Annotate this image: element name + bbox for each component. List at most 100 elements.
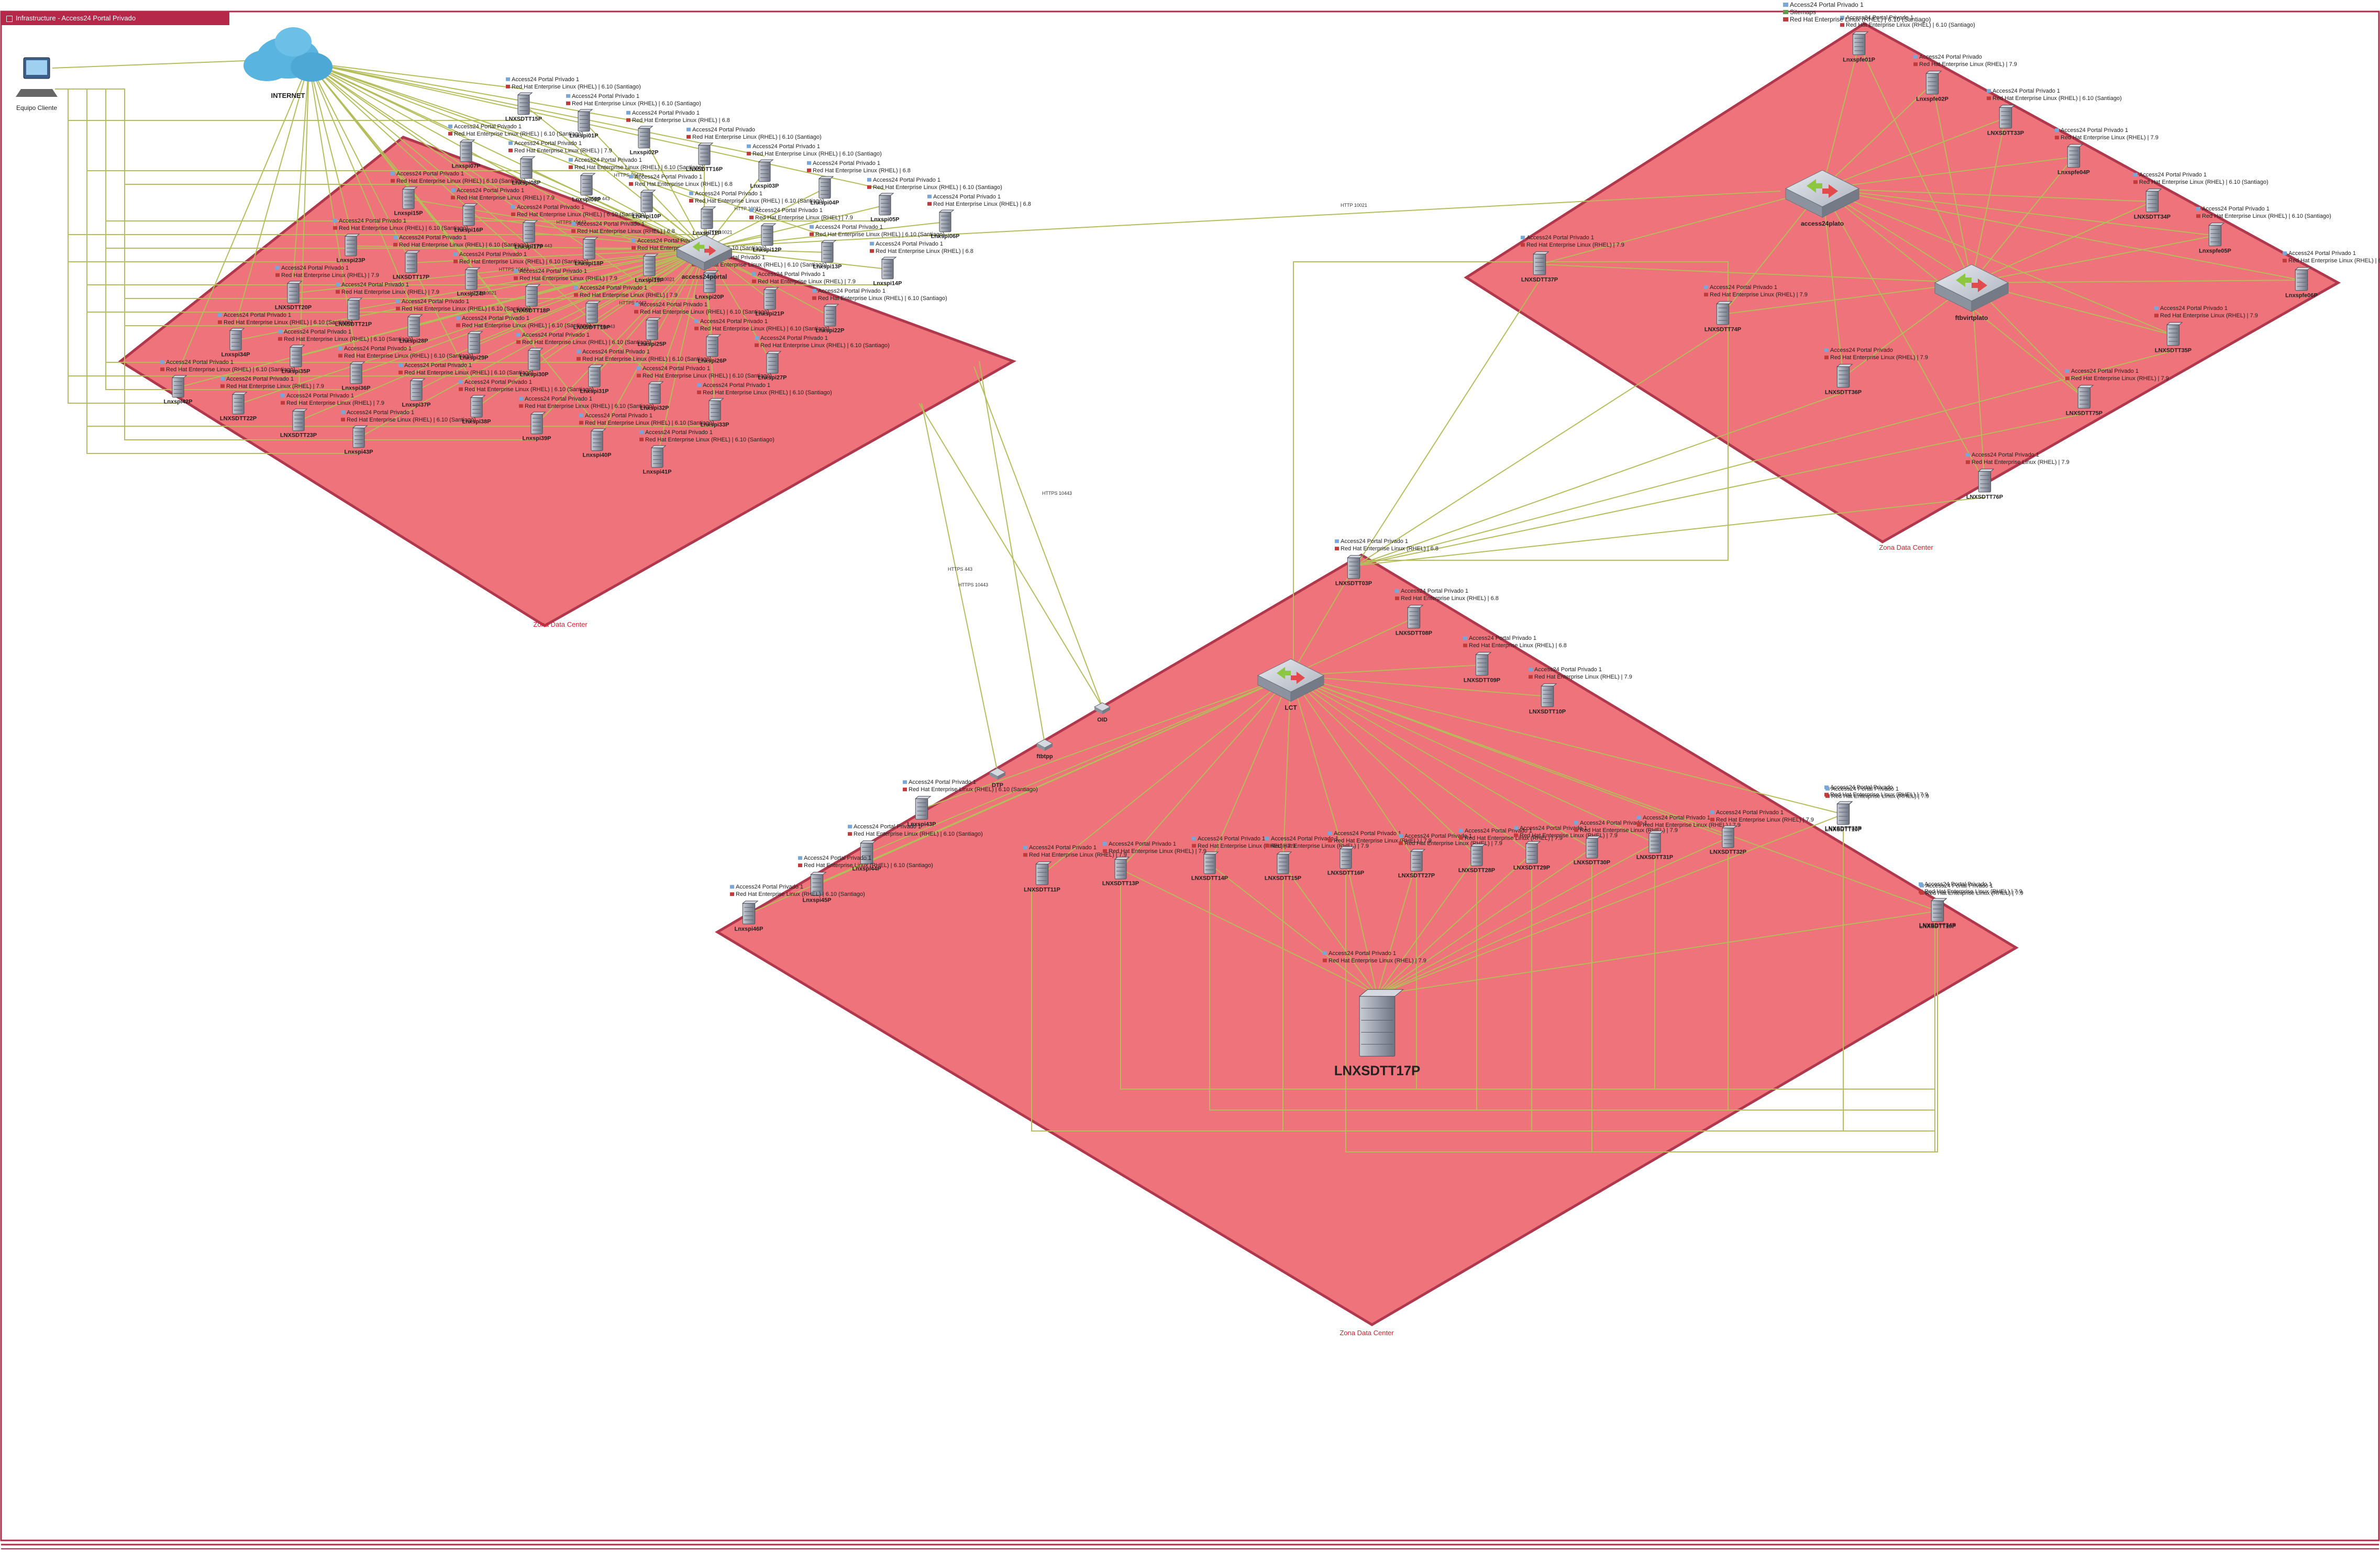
portal-icon (577, 350, 581, 353)
server-app-label: Access24 Portal Privado 1 (344, 346, 412, 352)
server-node[interactable]: Access24 Portal Privado 1Red Hat Enterpr… (870, 241, 973, 287)
server-icon (345, 236, 357, 256)
server-os-label: Red Hat Enterprise Linux (RHEL) | 6.10 (… (402, 306, 531, 312)
server-icon (589, 367, 600, 386)
server-app-label: Access24 Portal Privado 1 (404, 362, 472, 369)
server-node[interactable]: Access24 Portal Privado 1Red Hat Enterpr… (1966, 452, 2069, 500)
server-icon (743, 903, 755, 924)
zone-bottom[interactable] (717, 555, 2016, 1325)
server-name: LNXSDTT08P (1396, 630, 1432, 636)
portal-icon (2133, 173, 2138, 176)
portal-icon (807, 161, 811, 165)
server-os-label: Red Hat Enterprise Linux (RHEL) | 6.10 (… (1992, 95, 2122, 102)
portal-icon (903, 780, 907, 784)
server-icon-top (709, 398, 723, 401)
server-icon-top (915, 796, 931, 799)
portal-icon (1103, 842, 1107, 846)
server-name: Lnxspi07P (451, 163, 480, 170)
server-name: LNXSDTT76P (1966, 494, 2003, 500)
zone-top-right[interactable] (1466, 24, 2338, 542)
server-os-label: Red Hat Enterprise Linux (RHEL) | 6.10 (… (692, 134, 822, 140)
server-os-label: Red Hat Enterprise Linux (RHEL) | 7.9 (1919, 61, 2017, 68)
server-icon-top (408, 315, 422, 317)
server-os-label: Red Hat Enterprise Linux (RHEL) | 6.10 (… (224, 319, 353, 326)
inter-zone-link (1356, 280, 1540, 565)
server-app-label: Access24 Portal Privado 1 (632, 110, 700, 116)
server-os-label: Red Hat Enterprise Linux (RHEL) | 6.10 (… (640, 309, 769, 315)
portal-icon (694, 319, 699, 323)
server-name: LNXSDTT23P (280, 432, 317, 439)
sitemap-icon (1783, 10, 1788, 14)
server-app-label: Access24 Portal Privado 1 (1198, 836, 1265, 842)
server-icon (819, 179, 831, 198)
server-name: LNXSDTT31P (1636, 855, 1673, 861)
server-os-label: Red Hat Enterprise Linux (RHEL) | 6.10 (… (804, 862, 933, 869)
server-os-label: Red Hat Enterprise Linux (RHEL) | 6.10 (… (459, 259, 589, 265)
server-icon-top (1115, 857, 1129, 859)
server-icon (578, 112, 590, 131)
server-icon (287, 283, 299, 303)
server-app-label: Access24 Portal Privado 1 (2202, 206, 2270, 212)
portal-icon (747, 145, 751, 148)
server-os-label: Red Hat Enterprise Linux (RHEL) | 6.8 (635, 181, 733, 187)
server-icon-top (1471, 844, 1485, 846)
server-app-label: Access24 Portal Privado 1 (399, 235, 467, 241)
server-icon-top (586, 301, 600, 303)
server-os-label: Red Hat Enterprise Linux (RHEL) | 7.9 (755, 215, 853, 221)
server-os-label: Red Hat Enterprise Linux (RHEL) | 6.10 (… (2288, 258, 2380, 264)
rhel-icon (2055, 136, 2059, 139)
server-os-label: Red Hat Enterprise Linux (RHEL) | 6.10 (… (284, 336, 413, 342)
server-os-label: Red Hat Enterprise Linux (RHEL) | 7.9 (1830, 792, 1928, 798)
server-name: Lnxspi20P (695, 294, 724, 301)
server-icon-top (528, 348, 543, 350)
server-icon-top (743, 901, 758, 904)
rhel-icon (516, 340, 521, 344)
server-name: LNXSDTT36P (1825, 389, 1862, 395)
server-os-label: Red Hat Enterprise Linux (RHEL) | 6.10 (… (1846, 22, 1975, 28)
server-app-label: Access24 Portal Privado 1 (2139, 172, 2207, 178)
server-name: LNXSDTT18P (1919, 923, 1956, 929)
rhel-icon (160, 368, 164, 371)
server-app-label: Access24 Portal Privado 1 (1992, 88, 2060, 94)
server-app-label: Access24 Portal Privado 1 (347, 409, 414, 416)
server-name: LNXSDTT03P (1335, 580, 1372, 586)
server-icon-top (761, 224, 776, 226)
server-os-label: Red Hat Enterprise Linux (RHEL) | 6.10 (… (760, 342, 890, 349)
server-icon-top (1722, 826, 1736, 828)
server-icon (1340, 849, 1352, 868)
server-os-label: Red Hat Enterprise Linux (RHEL) | 6.10 (… (585, 420, 714, 426)
server-name: Lnxspi42P (163, 399, 192, 405)
server-app-label: Access24 Portal Privado 1 (933, 194, 1001, 200)
server-icon-top (651, 446, 666, 448)
server-icon (408, 317, 419, 336)
server-icon-top (1999, 105, 2014, 108)
server-app-label: Access24 Portal Privado 1 (703, 382, 770, 389)
server-os-label: Red Hat Enterprise Linux (RHEL) | 6.10 (… (582, 356, 712, 362)
server-os-label: Red Hat Enterprise Linux (RHEL) | 6.10 (… (703, 390, 832, 396)
top-label-line1: Access24 Portal Privado 1 (1790, 1, 1864, 8)
rhel-icon (1840, 23, 1844, 27)
portal-icon (519, 397, 523, 401)
rhel-icon (448, 132, 452, 136)
server-icon (651, 448, 663, 467)
internet-cloud[interactable]: INTERNET (243, 27, 333, 99)
server-icon-top (1411, 849, 1425, 851)
client-workstation[interactable]: Equipo Cliente (16, 58, 58, 112)
server-icon-top (764, 287, 778, 290)
rhel-icon (807, 169, 811, 172)
server-icon-top (583, 237, 597, 239)
server-icon (2167, 325, 2179, 346)
server-icon-top (1347, 556, 1363, 558)
rhel-icon (1783, 17, 1788, 21)
rhel-icon (755, 343, 759, 347)
server-icon (641, 192, 652, 212)
server-app-label: Access24 Portal Privado 1 (2071, 368, 2139, 374)
zone-label-bottom: Zona Data Center (1340, 1329, 1394, 1337)
server-app-label: Access24 Portal Privado 1 (339, 218, 406, 224)
rhel-icon (579, 421, 583, 425)
server-icon-top (811, 872, 826, 875)
portal-icon (730, 885, 734, 889)
rhel-icon (393, 243, 397, 247)
server-app-label: Access24 Portal Privado 1 (804, 855, 871, 861)
